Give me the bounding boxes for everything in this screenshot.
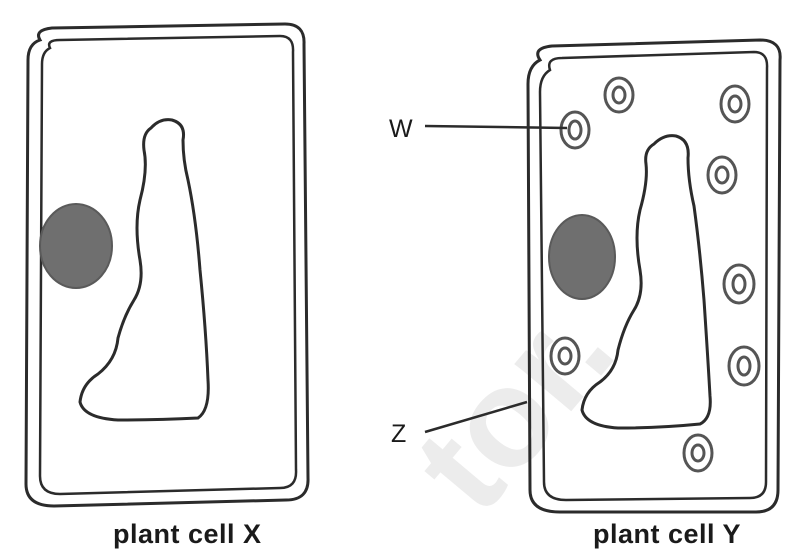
chloroplast [551, 338, 579, 374]
cell-x-nucleus [40, 204, 112, 288]
pointer-line-w [425, 126, 567, 128]
chloroplast [724, 265, 754, 303]
chloroplast [729, 347, 759, 385]
plant-cell-x [26, 24, 308, 506]
label-z: Z [391, 420, 406, 449]
plant-cell-y [528, 40, 780, 512]
caption-plant-cell-y: plant cell Y [593, 519, 741, 550]
pointer-line-z [425, 402, 527, 432]
chloroplast [708, 157, 736, 193]
cell-y-nucleus [549, 215, 615, 299]
chloroplast [561, 112, 589, 148]
caption-plant-cell-x: plant cell X [113, 519, 262, 550]
label-w: W [389, 115, 413, 144]
chloroplast [721, 86, 749, 122]
chloroplast [605, 78, 633, 112]
chloroplast [684, 435, 712, 471]
